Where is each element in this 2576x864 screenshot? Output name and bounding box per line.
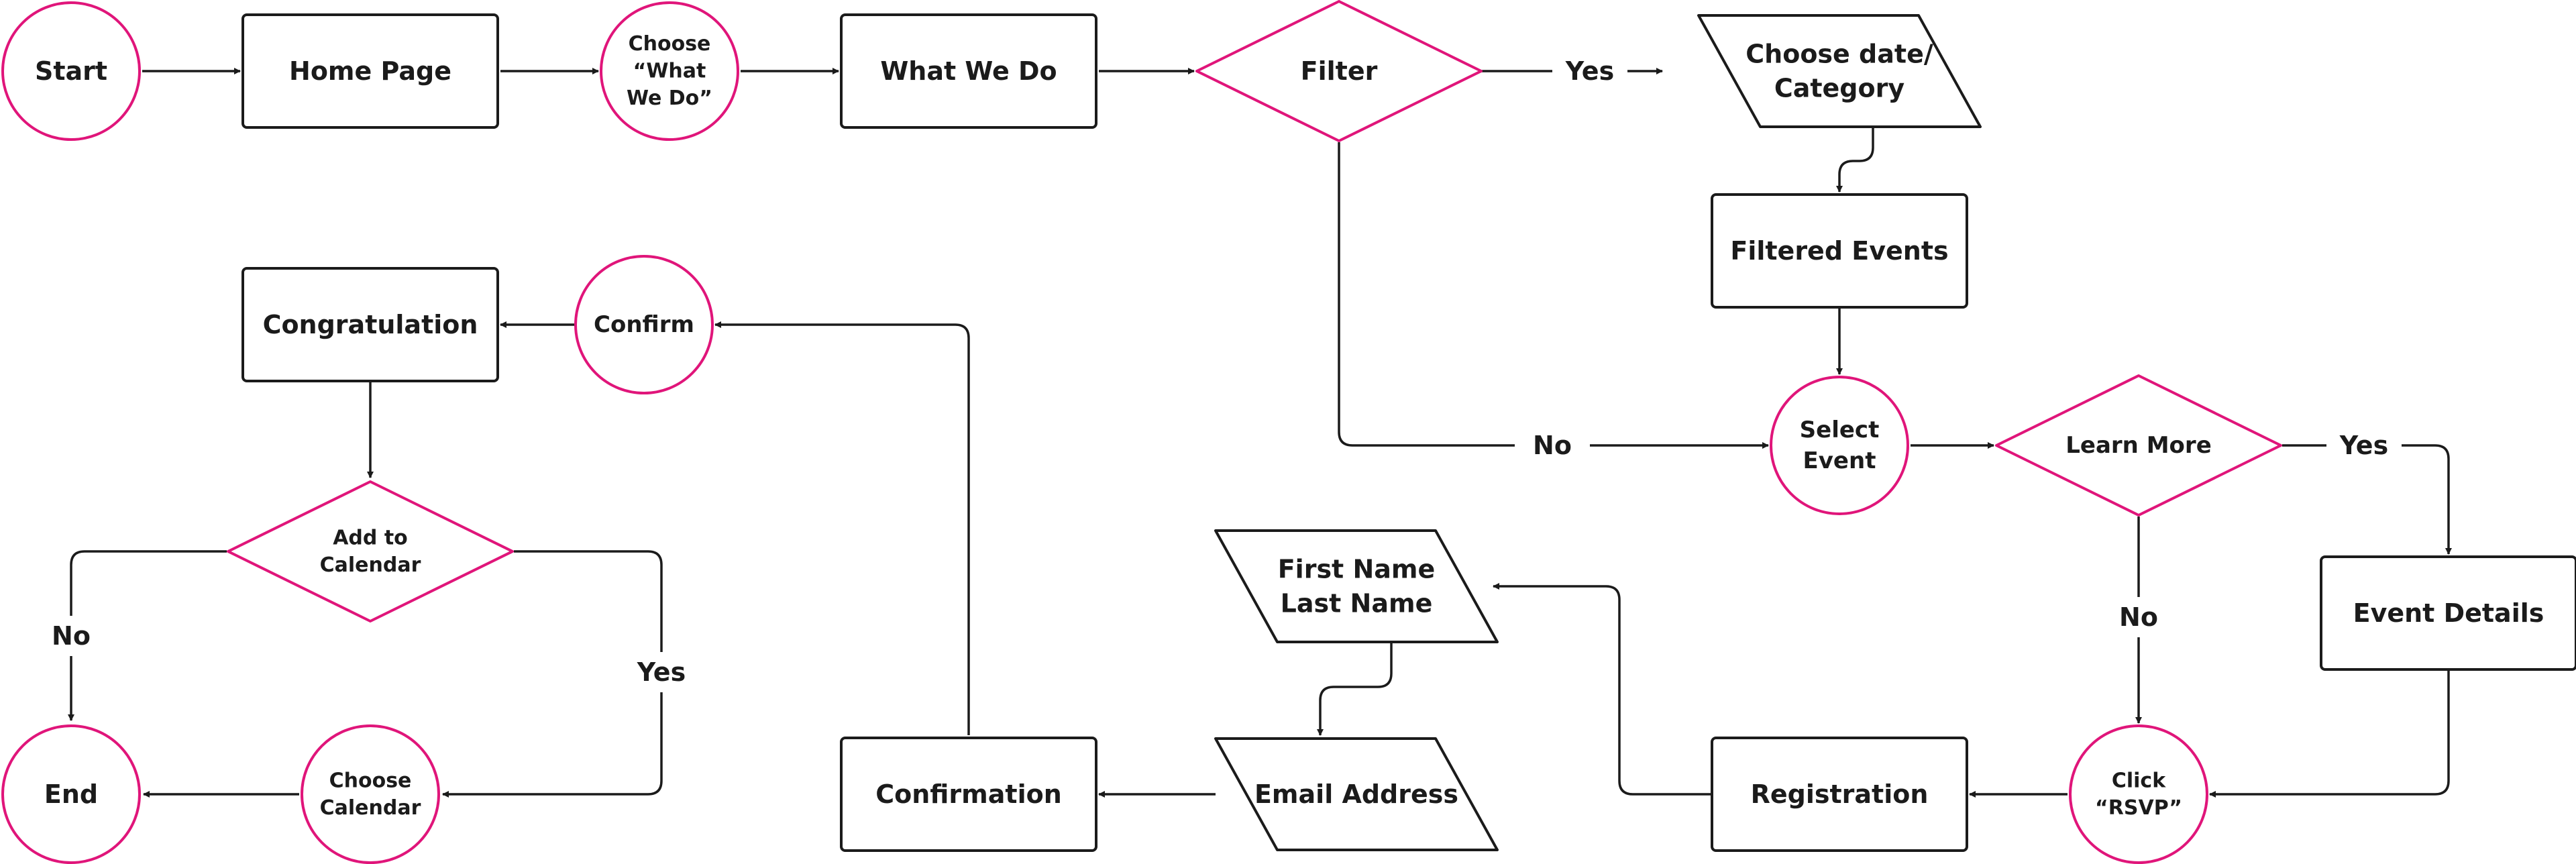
rect-shape — [2320, 555, 2576, 671]
edge-label-filter-yes: Yes — [1552, 51, 1627, 91]
node-label: First Name — [1278, 554, 1436, 584]
circle-shape — [301, 724, 440, 864]
node-confirmation: Confirmation — [840, 737, 1097, 852]
node-add-to-calendar: Add to Calendar — [227, 480, 514, 623]
node-label: Start — [35, 56, 107, 86]
node-label: Event Details — [2353, 598, 2544, 628]
node-label: Add to — [333, 526, 408, 549]
node-filtered-events: Filtered Events — [1711, 193, 1968, 309]
node-end: End — [1, 724, 141, 864]
rect-shape — [1711, 193, 1968, 309]
edge-label-text: No — [52, 621, 91, 651]
circle-shape — [1770, 376, 1909, 515]
node-start: Start — [1, 1, 141, 141]
connector-arrow — [2282, 444, 2452, 555]
diamond-shape — [227, 480, 514, 623]
label-backdrop — [34, 616, 109, 656]
rect-shape — [840, 13, 1097, 129]
edge-label-text: No — [2119, 602, 2158, 632]
node-email-address: Email Address — [1214, 737, 1499, 851]
node-label: Click — [2112, 769, 2166, 792]
node-click-rsvp: Click “RSVP” — [2069, 724, 2208, 864]
label-backdrop — [2326, 425, 2402, 466]
node-confirm: Confirm — [574, 255, 714, 394]
connector-arrow — [1493, 583, 1711, 796]
node-label: “RSVP” — [2095, 796, 2182, 820]
rect-shape — [241, 13, 499, 129]
node-label: Learn More — [2065, 432, 2212, 459]
node-event-details: Event Details — [2320, 555, 2576, 671]
label-backdrop — [624, 652, 699, 692]
node-label: What We Do — [880, 56, 1057, 86]
connector-arrow — [714, 321, 970, 735]
connector-arrow — [1317, 643, 1393, 736]
parallelogram-shape — [1214, 737, 1499, 851]
connector-arrow — [2209, 671, 2450, 798]
node-label: “What — [633, 60, 706, 83]
edge-label-text: Yes — [1565, 56, 1614, 86]
edge-label-calendar-no: No — [34, 616, 109, 656]
node-label: Category — [1774, 74, 1905, 103]
node-label: Choose — [629, 32, 711, 56]
node-congratulation: Congratulation — [241, 267, 499, 382]
node-label: Choose date/ — [1746, 39, 1933, 68]
edge-label-learn-more-no: No — [2101, 597, 2176, 637]
node-label: Calendar — [320, 796, 421, 820]
node-learn-more: Learn More — [1995, 374, 2282, 517]
label-backdrop — [1552, 51, 1627, 91]
edge-label-text: Yes — [637, 657, 686, 687]
label-backdrop — [2101, 597, 2176, 637]
node-filter: Filter — [1195, 0, 1483, 142]
connector-arrow — [1836, 127, 1874, 193]
parallelogram-shape — [1214, 529, 1499, 643]
connector-arrow — [68, 550, 227, 721]
circle-shape — [574, 255, 714, 394]
edge-label-text: No — [1533, 431, 1572, 460]
node-label: Home Page — [289, 56, 451, 86]
node-registration: Registration — [1711, 737, 1968, 852]
node-what-we-do: What We Do — [840, 13, 1097, 129]
diamond-shape — [1195, 0, 1483, 142]
connectors — [68, 68, 2452, 798]
edge-label-filter-no: No — [1515, 425, 1590, 466]
node-label: Calendar — [320, 553, 421, 577]
rect-shape — [1711, 737, 1968, 852]
node-label: End — [44, 779, 98, 809]
node-label: Event — [1803, 447, 1876, 474]
circle-shape — [1, 1, 141, 141]
node-label: Confirmation — [875, 779, 1062, 809]
node-label: Filtered Events — [1730, 236, 1948, 266]
circle-shape — [2069, 724, 2208, 864]
node-choose-what-we-do: Choose “What We Do” — [600, 1, 739, 141]
connector-arrow — [1338, 142, 1769, 449]
node-home-page: Home Page — [241, 13, 499, 129]
diamond-shape — [1995, 374, 2282, 517]
node-label: Filter — [1301, 56, 1378, 86]
circle-shape — [1, 724, 141, 864]
node-choose-date-category: Choose date/Category — [1697, 14, 1982, 128]
node-label: Email Address — [1254, 779, 1458, 809]
node-label: Last Name — [1281, 589, 1433, 618]
rect-shape — [241, 267, 499, 382]
circle-shape — [600, 1, 739, 141]
node-label: Confirm — [594, 311, 694, 338]
node-label: Select — [1800, 417, 1880, 443]
edge-label-text: Yes — [2339, 431, 2388, 460]
node-label: We Do” — [627, 87, 712, 110]
node-label: Choose — [329, 769, 412, 792]
parallelogram-shape — [1697, 14, 1982, 128]
rect-shape — [840, 737, 1097, 852]
edge-label-learn-more-yes: Yes — [2326, 425, 2402, 466]
node-label: Congratulation — [263, 310, 478, 339]
edge-label-calendar-yes: Yes — [624, 652, 699, 692]
node-label: Registration — [1751, 779, 1929, 809]
label-backdrop — [1515, 425, 1590, 466]
